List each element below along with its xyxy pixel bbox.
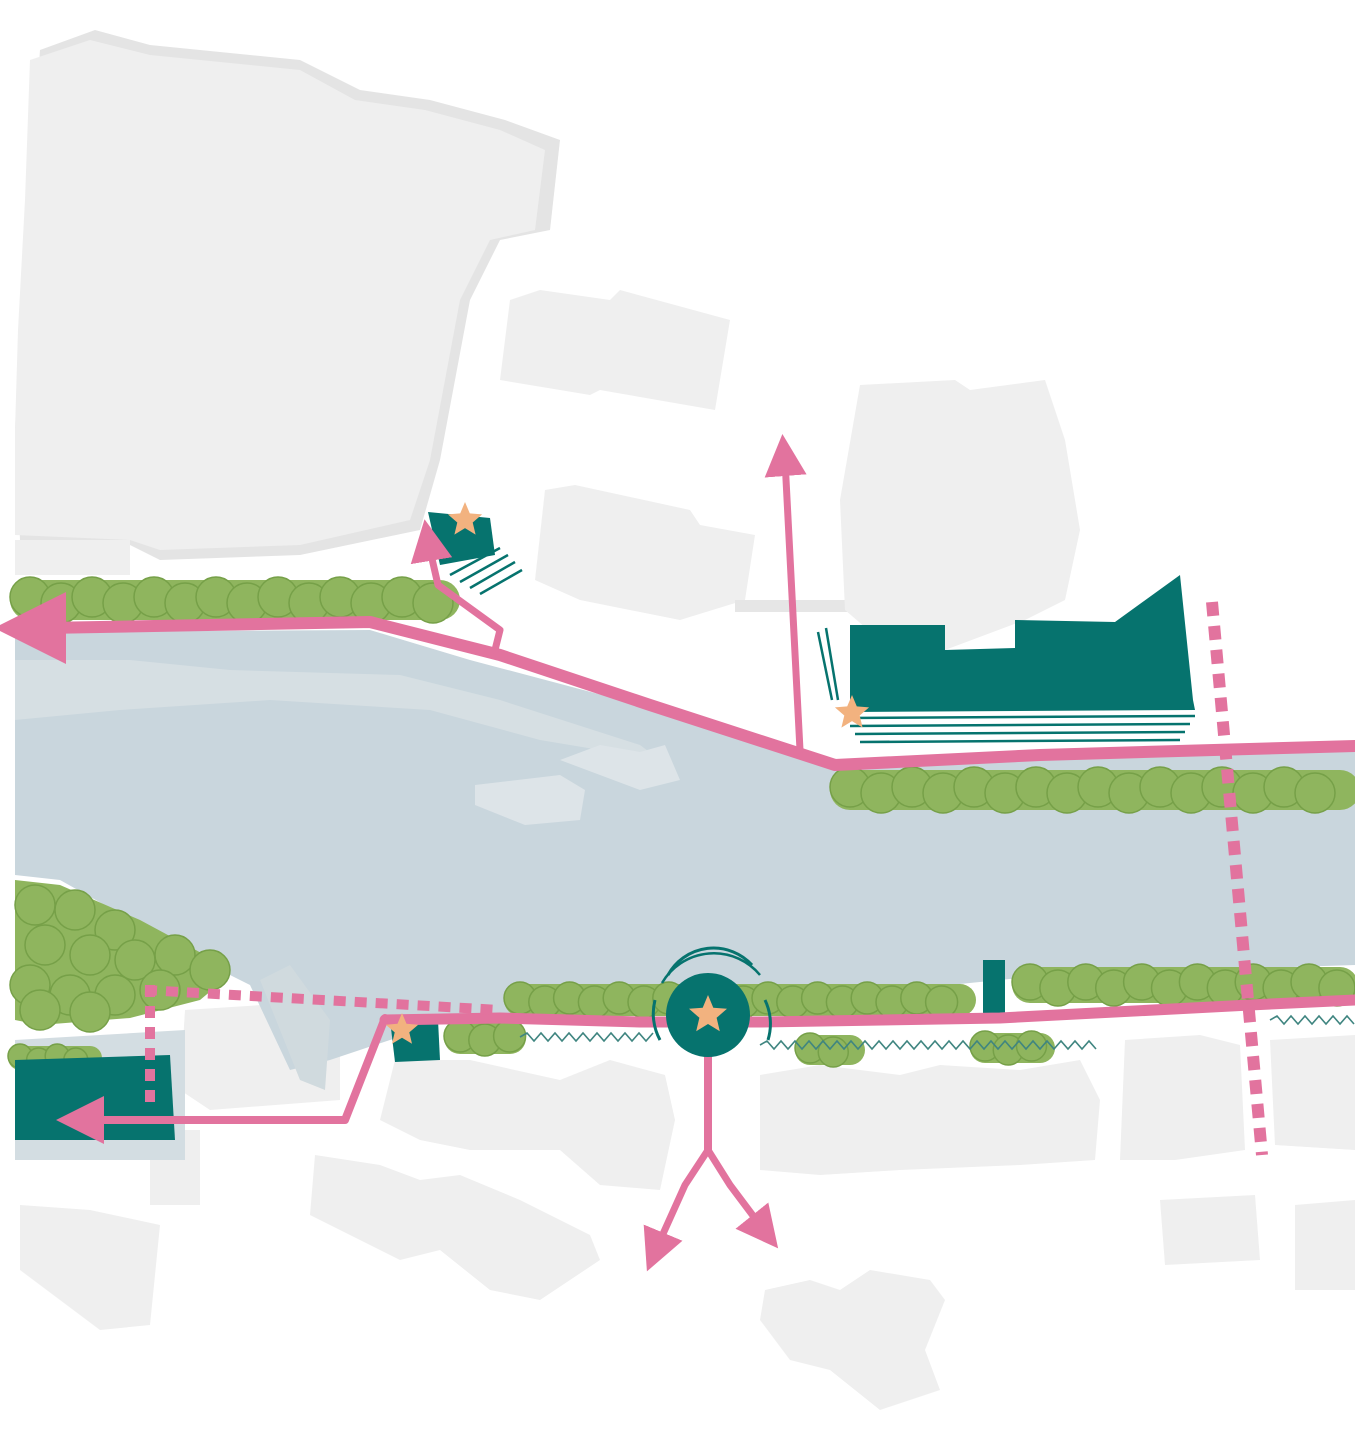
- buildings-layer: [15, 30, 1355, 1410]
- building: [760, 1270, 945, 1410]
- pier-marker: [983, 960, 1005, 1015]
- tree-icon: [154, 934, 196, 976]
- building: [1160, 1195, 1260, 1265]
- dashed-path-west: [144, 985, 501, 1015]
- terrace-steps-north: [449, 546, 523, 596]
- star-icon[interactable]: [834, 695, 870, 728]
- arrow-icon: [764, 434, 807, 478]
- building: [20, 1205, 160, 1330]
- quay-strip: [15, 660, 660, 760]
- river-edge: [759, 1039, 1097, 1051]
- tree-icon: [924, 985, 959, 1019]
- star-icon[interactable]: [689, 995, 727, 1032]
- tree-icon: [189, 949, 231, 991]
- public-square-northeast: [850, 575, 1195, 712]
- vegetation-layer: [7, 576, 1355, 1073]
- river-edge: [519, 1031, 654, 1043]
- building-connector: [735, 600, 880, 612]
- building: [500, 290, 730, 410]
- building: [15, 540, 130, 575]
- jetty: [560, 745, 680, 790]
- north-route: [781, 456, 804, 754]
- dashed-crossing-east: [1206, 601, 1268, 1156]
- tree-icon: [1294, 772, 1336, 814]
- arrow-icon: [410, 519, 453, 565]
- tree-icon: [1015, 1030, 1048, 1062]
- jetty: [475, 775, 585, 825]
- main-path-south: [379, 994, 1355, 1028]
- tree-icon: [14, 884, 56, 926]
- building: [380, 1060, 675, 1190]
- tree-icon: [94, 909, 136, 951]
- points-of-interest-layer: [385, 502, 870, 1044]
- terrace-steps: [816, 627, 1196, 744]
- river-edge: [1269, 1014, 1355, 1026]
- tree-icon: [24, 924, 66, 966]
- tree-icon: [69, 991, 111, 1033]
- building: [1270, 1035, 1355, 1150]
- building: [535, 485, 755, 620]
- arrow-icon: [643, 1224, 683, 1272]
- river: [15, 630, 1355, 1070]
- building: [760, 1060, 1100, 1175]
- river-edge-zigzag: [519, 1014, 1355, 1051]
- tree-icon: [69, 934, 111, 976]
- building: [310, 1155, 600, 1300]
- building-large-northwest: [15, 40, 545, 550]
- spur-path: [426, 546, 504, 654]
- building: [1295, 1200, 1355, 1290]
- south-west-route: [86, 1014, 389, 1124]
- building: [1120, 1035, 1245, 1160]
- tree-icon: [139, 969, 181, 1011]
- arrow-icon: [735, 1202, 779, 1249]
- star-icon[interactable]: [447, 502, 483, 535]
- tree-icon: [54, 889, 96, 931]
- building-northeast: [840, 380, 1080, 650]
- paths-layer: [0, 434, 1355, 1272]
- star-icon[interactable]: [385, 1013, 419, 1044]
- main-path-north: [39, 616, 1355, 771]
- tree-icon: [19, 989, 61, 1031]
- tree-icon: [412, 582, 454, 624]
